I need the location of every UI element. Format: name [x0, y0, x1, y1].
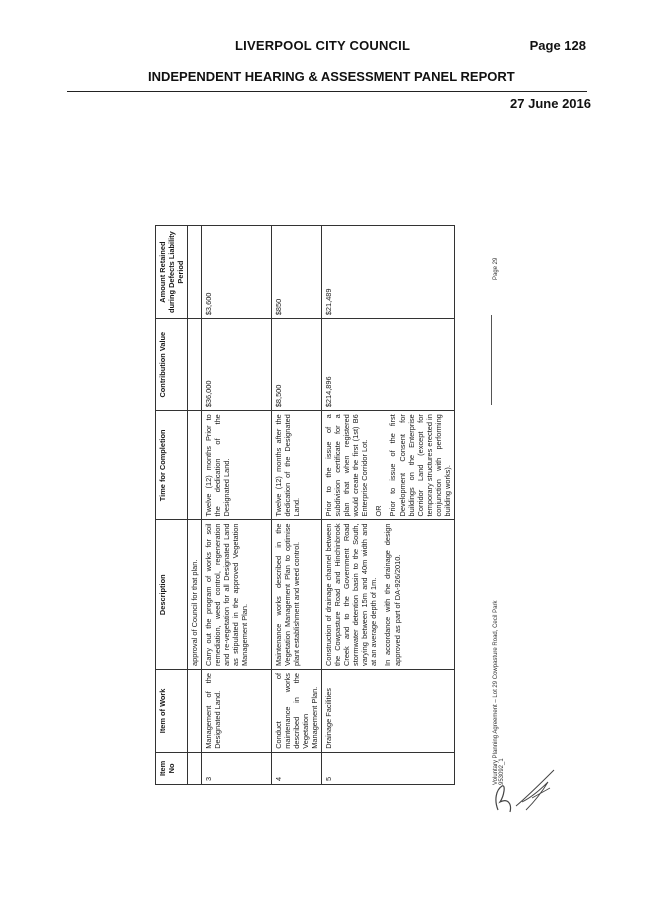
table-row: approval of Council for that plan. [187, 225, 202, 785]
cell-amount [187, 225, 202, 319]
column-header: Amount Retained during Defects Liability… [155, 225, 188, 319]
cell-description: approval of Council for that plan. [187, 519, 202, 670]
column-header: Item No [155, 752, 188, 785]
cell-value: $8,500 [271, 318, 322, 411]
cell-amount: $850 [271, 225, 322, 319]
cell-amount: $3,600 [201, 225, 272, 319]
time-paragraph: Prior to the issue of a subdivision cert… [324, 414, 370, 517]
cell-item-of-work: Drainage Facilities [321, 669, 455, 753]
column-header: Contribution Value [155, 318, 188, 411]
cell-item-of-work: Conduct of maintenance works described i… [271, 669, 322, 753]
column-header: Item of Work [155, 669, 188, 753]
cell-item-no: 5 [321, 752, 455, 785]
works-table: Item No Item of Work Description Time fo… [155, 225, 455, 785]
cell-item-no [187, 752, 202, 785]
header-divider [67, 91, 587, 92]
cell-time: Twelve (12) months Prior to the dedicati… [201, 410, 272, 520]
table-header-row: Item No Item of Work Description Time fo… [155, 225, 188, 785]
footer-doc-id: 953092_1 [499, 758, 505, 785]
report-title: INDEPENDENT HEARING & ASSESSMENT PANEL R… [148, 69, 515, 84]
column-header: Time for Completion [155, 410, 188, 520]
description-paragraph: Construction of drainage channel between… [324, 523, 379, 666]
description-paragraph: In accordance with the drainage design a… [383, 523, 402, 666]
rotated-content: Item No Item of Work Description Time fo… [155, 225, 505, 785]
cell-value: $214,896 [321, 318, 455, 411]
cell-value [187, 318, 202, 411]
cell-item-no: 3 [201, 752, 272, 785]
footer-page-number: Page 29 [493, 257, 499, 280]
time-or: OR [374, 505, 384, 517]
cell-time: Twelve (12) months after the dedication … [271, 410, 322, 520]
cell-description: Carry out the program of works for soil … [201, 519, 272, 670]
cell-item-of-work [187, 669, 202, 753]
table-row: 4 Conduct of maintenance works described… [271, 225, 322, 785]
table-row: 3 Management of the Designated Land. Car… [201, 225, 272, 785]
cell-item-of-work: Management of the Designated Land. [201, 669, 272, 753]
report-date: 27 June 2016 [510, 96, 591, 111]
column-header: Description [155, 519, 188, 670]
table-row: 5 Drainage Facilities Construction of dr… [321, 225, 455, 785]
cell-time: Prior to the issue of a subdivision cert… [321, 410, 455, 520]
time-paragraph: Prior to issue of the first Development … [388, 414, 452, 517]
cell-description: Maintenance works described in the Veget… [271, 519, 322, 670]
council-name: LIVERPOOL CITY COUNCIL [235, 38, 411, 53]
cell-item-no: 4 [271, 752, 322, 785]
page-number: Page 128 [529, 38, 586, 53]
cell-time [187, 410, 202, 520]
scanned-page: Item No Item of Work Description Time fo… [155, 225, 505, 785]
footer-left: Voluntary Planning Agreement – Lot 29 Co… [493, 385, 505, 785]
footer-divider [491, 315, 492, 405]
cell-value: $36,000 [201, 318, 272, 411]
handwritten-signature [495, 769, 555, 813]
cell-description: Construction of drainage channel between… [321, 519, 455, 670]
page-header: LIVERPOOL CITY COUNCIL Page 128 [0, 38, 653, 58]
cell-amount: $21,489 [321, 225, 455, 319]
